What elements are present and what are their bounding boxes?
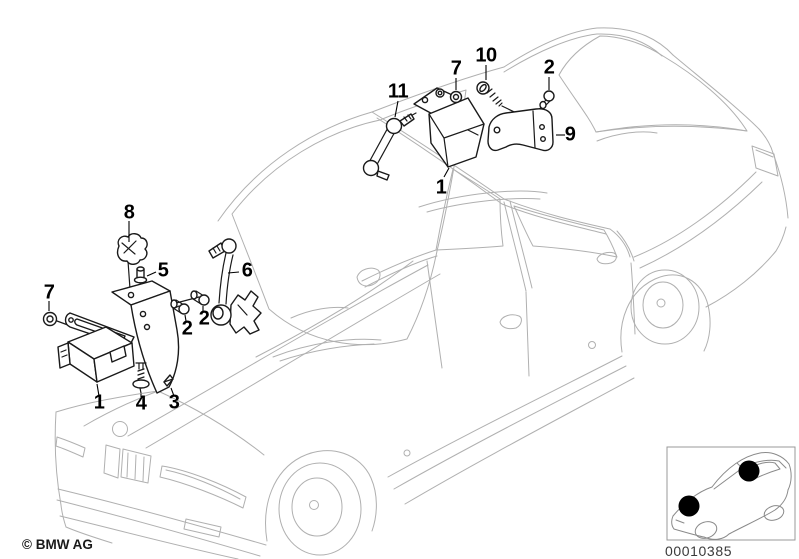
callout-label-9: 9 (564, 123, 576, 146)
callout-label-7: 7 (43, 281, 55, 304)
taillight (751, 145, 779, 177)
part-6-link-rod (208, 238, 262, 335)
callout-label-10: 10 (475, 44, 497, 67)
part-10-screw (476, 81, 503, 107)
callout-label-2: 2 (543, 56, 555, 79)
callout-label-4: 4 (135, 392, 147, 415)
car-body-side (361, 249, 636, 505)
callout-label-5: 5 (157, 259, 169, 282)
part-5-stud (133, 266, 148, 284)
car-roof-rear (418, 27, 789, 308)
part-3-bracket (111, 280, 180, 394)
part-1-sensor-front (57, 312, 135, 383)
fog-light (183, 518, 222, 538)
callout-label-2: 2 (181, 317, 193, 340)
car-hood-front (54, 260, 441, 559)
callout-label-1: 1 (93, 391, 105, 414)
rear-wheel (630, 269, 700, 345)
callout-label-8: 8 (123, 201, 135, 224)
kidney-grille-right (120, 448, 152, 484)
copyright-text: © BMW AG (22, 537, 93, 552)
headlight (159, 465, 247, 509)
rear-door-handle (596, 251, 617, 265)
inset-dot-front-sensor (678, 495, 700, 517)
callout-label-7: 7 (450, 57, 462, 80)
callout-label-6: 6 (241, 259, 253, 282)
part-9-bracket (487, 108, 554, 152)
inset-dot-rear-sensor (738, 460, 760, 482)
car-outline-drawing (54, 27, 789, 559)
inset-border (666, 446, 796, 541)
rear-sensor-assembly (362, 81, 555, 181)
callout-label-1: 1 (435, 176, 447, 199)
callout-label-11: 11 (387, 80, 409, 103)
part-2-screw-b (190, 290, 210, 306)
kidney-grille-left (103, 444, 121, 479)
part-2-bolt-rear (539, 90, 555, 110)
part-7-nut-rear (449, 90, 463, 104)
bmw-roundel (112, 421, 128, 437)
front-door-handle (499, 314, 522, 330)
inset-thumbnail (666, 446, 796, 541)
part-7-nut-front (42, 311, 58, 327)
front-sensor-assembly (42, 233, 262, 394)
part-11-link-rod (362, 113, 415, 181)
car-glasshouse (217, 66, 635, 346)
part-2-screw-a (170, 299, 190, 315)
image-number-text: 00010385 (665, 543, 733, 559)
car-wheels (265, 269, 711, 556)
part-1-sensor-rear (413, 87, 485, 168)
callout-label-2: 2 (198, 307, 210, 330)
callout-label-3: 3 (168, 391, 180, 414)
front-wheel (278, 462, 362, 556)
part-4-screw (132, 362, 150, 394)
callout-leader-lines (48, 65, 565, 397)
part-8-clip (116, 233, 148, 265)
